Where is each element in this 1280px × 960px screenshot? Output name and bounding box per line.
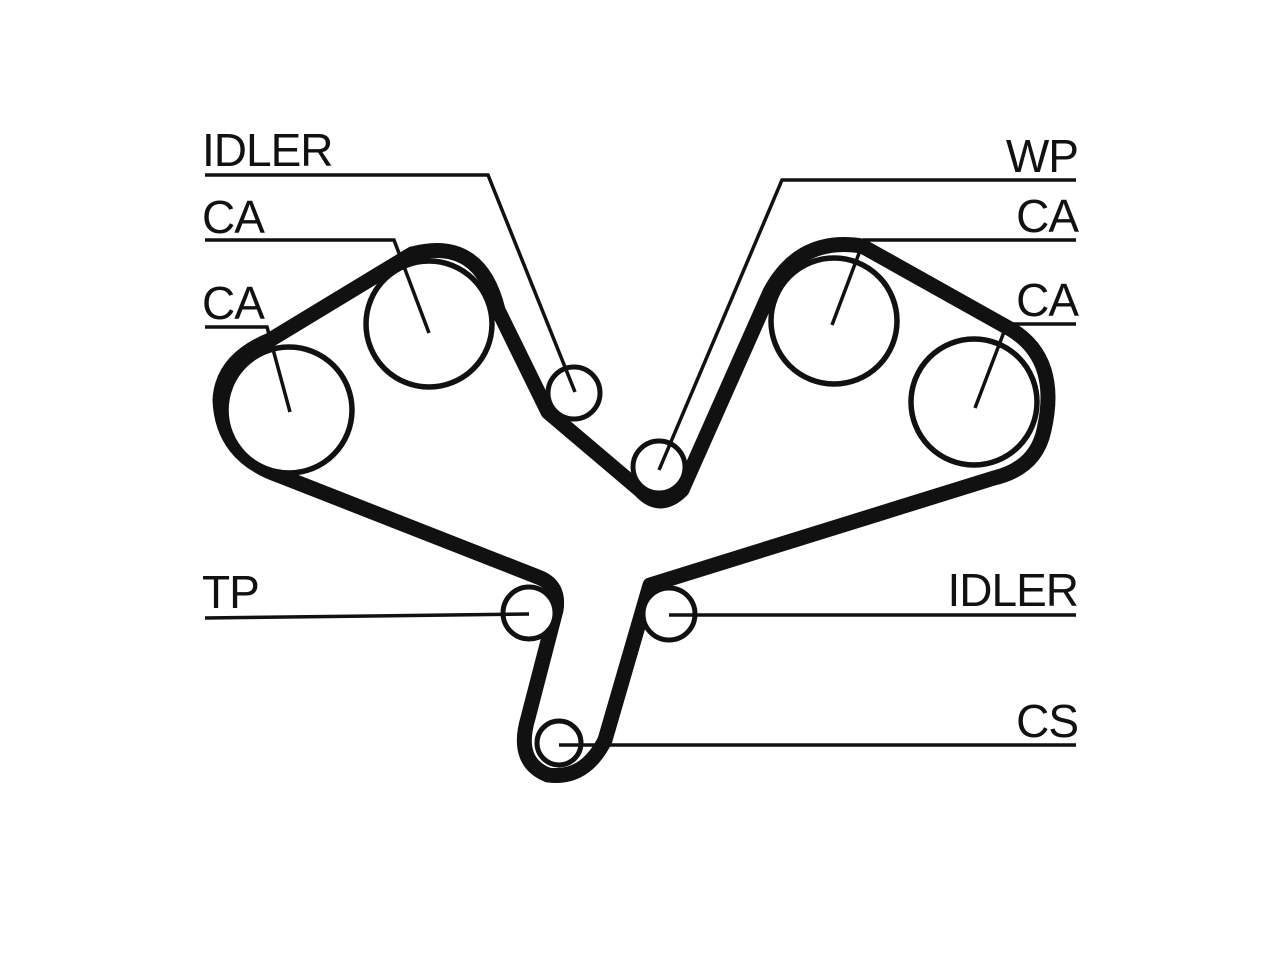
label-tp: TP	[202, 566, 259, 618]
leader-ca-left-upper	[205, 238, 431, 334]
idler-pulley-top	[545, 364, 603, 422]
label-ca-right-upper: CA	[1016, 190, 1079, 242]
timing-belt	[212, 237, 1056, 784]
label-cs: CS	[1016, 695, 1078, 747]
leader-tp	[204, 612, 530, 620]
camshaft-pulley-right-lower	[908, 336, 1040, 468]
label-idler-bottom: IDLER	[948, 564, 1078, 616]
leader-ca-right-lower	[973, 322, 1076, 409]
leader-ca-right-upper	[830, 238, 1076, 326]
label-ca-left-upper: CA	[202, 191, 265, 243]
leader-ca-left-lower	[205, 325, 292, 413]
label-idler-top: IDLER	[202, 124, 332, 176]
label-ca-left-lower: CA	[202, 277, 265, 329]
label-wp: WP	[1006, 130, 1078, 182]
crankshaft-pulley	[534, 718, 584, 768]
leader-idler-top	[205, 173, 577, 393]
label-ca-right-lower: CA	[1016, 274, 1079, 326]
camshaft-pulley-left-upper	[363, 258, 495, 390]
leader-wp	[657, 178, 1076, 471]
